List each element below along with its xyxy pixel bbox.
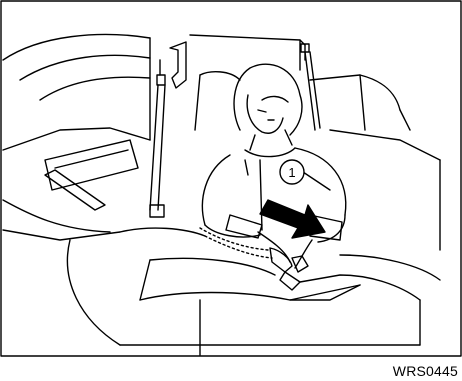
left-cuff: [226, 215, 262, 238]
grab-handle: [170, 42, 186, 88]
door-handle-recess: [45, 140, 138, 190]
belt-buckle-lower: [150, 205, 164, 217]
left-hand: [270, 248, 292, 272]
buckle-receiver: [280, 272, 300, 290]
direction-arrow: [260, 200, 325, 238]
right-belt-strap: [305, 52, 315, 130]
left-belt-strap: [150, 85, 158, 210]
jacket-zip: [260, 160, 262, 230]
face-outline: [247, 95, 283, 133]
rear-glass-line: [190, 35, 300, 70]
hair-outline: [234, 64, 302, 135]
belt-anchor-upper: [157, 75, 165, 85]
seatback-right: [310, 75, 400, 110]
right-thigh: [140, 285, 360, 300]
left-thigh: [150, 258, 275, 275]
jacket-right: [295, 148, 346, 215]
callout-number: 1: [288, 165, 295, 180]
door-top: [3, 128, 150, 150]
figure-border: [1, 1, 461, 356]
jacket-left: [202, 155, 230, 225]
seat-cushion-left: [120, 228, 205, 236]
figure-code: WRS0445: [393, 363, 458, 379]
